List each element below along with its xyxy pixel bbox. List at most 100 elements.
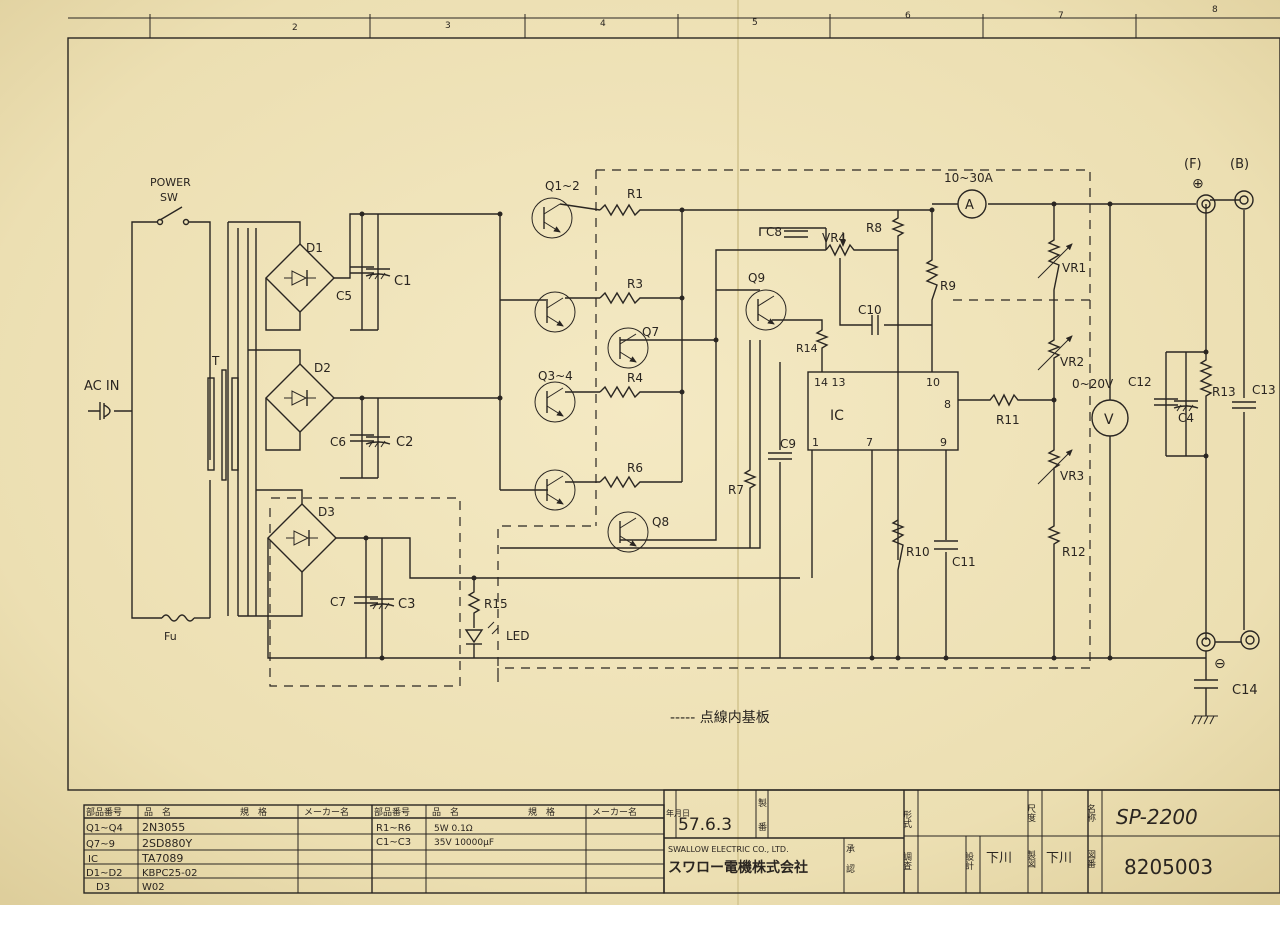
power-transistor-section: Q1~2 Q7 Q3~4 Q8 R1 R3 R4 R6 [497, 179, 930, 552]
c11-label: C11 [952, 555, 976, 569]
table-row: IC [88, 854, 98, 865]
table-row: TA7089 [141, 852, 183, 865]
seisaku-label: 製 [758, 797, 767, 809]
r1-label: R1 [627, 187, 643, 201]
voltmeter-symbol: V [1104, 412, 1114, 428]
table-header-part-no: 部品番号 [86, 806, 122, 818]
ic-block [807, 371, 959, 451]
table-row: W02 [142, 882, 165, 893]
ic-pin-7: 7 [866, 436, 873, 449]
r14-label: R14 [796, 342, 818, 355]
grid-number-5: 5 [752, 18, 758, 28]
q3-4-label: Q3~4 [538, 369, 573, 383]
r4-label: R4 [627, 371, 643, 385]
q9-label: Q9 [748, 271, 765, 285]
ac-in-label: AC IN [84, 379, 119, 394]
meishou-label: 名称 [1085, 803, 1096, 823]
voltmeter [1091, 399, 1129, 437]
c6-label: C6 [330, 435, 346, 449]
d3-label: D3 [318, 505, 335, 519]
table-row: 5W 0.1Ω [434, 824, 473, 834]
table-header-name: 品 名 [144, 806, 171, 818]
company-jp: スワロー電機株式会社 [668, 859, 808, 876]
transformer-label: T [211, 354, 220, 368]
table-row: R1~R6 [376, 823, 411, 834]
r11-label: R11 [996, 413, 1020, 427]
table2-header-name: 品 名 [432, 806, 459, 818]
seizu-label: 製図 [1025, 849, 1036, 869]
back-minus-terminal [1240, 630, 1260, 650]
ban-label: 番 [758, 821, 767, 833]
title-block: 年月日 57.6.3 製 番 SWALLOW ELECTRIC CO., LTD… [663, 789, 1280, 894]
c3-label: C3 [398, 597, 415, 612]
vr2-label: VR2 [1060, 355, 1084, 369]
front-label: (F) [1184, 157, 1202, 172]
led-section: R15 LED [464, 575, 530, 658]
table-row: 2N3055 [142, 821, 185, 834]
vr3-label: VR3 [1060, 469, 1084, 483]
c7-label: C7 [330, 595, 346, 609]
r13-label: R13 [1212, 385, 1236, 399]
date-value: 57.6.3 [678, 815, 732, 835]
shakudo-label: 尺度 [1025, 804, 1036, 823]
ic-pin-10: 10 [926, 376, 940, 389]
grid-number-7: 7 [1058, 11, 1064, 21]
ac-input-section: AC IN POWER SW Fu T [84, 176, 257, 643]
paper-background [0, 0, 1280, 905]
grid-number-8: 8 [1212, 5, 1218, 15]
seizu-name: 下川 [1046, 851, 1072, 866]
table-row: Q7~9 [86, 839, 115, 850]
c8-label: C8 [766, 225, 782, 239]
ic-pin-8: 8 [944, 398, 951, 411]
grid-number-6: 6 [905, 11, 911, 21]
r12-label: R12 [1062, 545, 1086, 559]
parts-table: 部品番号 品 名 規 格 メーカー名 部品番号 品 名 規 格 メーカー名 Q1… [83, 804, 665, 894]
c1-label: C1 [394, 274, 411, 289]
r8-label: R8 [866, 221, 882, 235]
grid-number-3: 3 [445, 21, 451, 31]
power-label: POWER [150, 176, 191, 189]
c10-label: C10 [858, 303, 882, 317]
q8-label: Q8 [652, 515, 669, 529]
ic-pin-9: 9 [940, 436, 947, 449]
vr4-label: VR4 [822, 231, 846, 245]
ammeter-range: 10~30A [944, 171, 994, 185]
vr1-label: VR1 [1062, 261, 1086, 275]
r15-label: R15 [484, 597, 508, 611]
r10-label: R10 [906, 545, 930, 559]
r6-label: R6 [627, 461, 643, 475]
c2-label: C2 [396, 435, 413, 450]
r9-label: R9 [940, 279, 956, 293]
table-row: 2SD880Y [142, 837, 192, 850]
ic-pin-1: 1 [812, 436, 819, 449]
q7-label: Q7 [642, 325, 659, 339]
ic-label: IC [830, 408, 844, 424]
output-section: A 10~30A VR1 VR2 VR3 R12 V 0~20V C12 C4 … [932, 157, 1276, 725]
chousa-label: 調査 [901, 851, 912, 870]
table-header-maker: メーカー名 [304, 806, 349, 818]
r3-label: R3 [627, 277, 643, 291]
minus-symbol: ⊖ [1214, 656, 1226, 672]
sw-label: SW [160, 191, 178, 204]
table-row: 35V 10000μF [434, 838, 494, 848]
ammeter-symbol: A [965, 198, 974, 213]
keishiki-label: 形式 [901, 809, 912, 828]
zuban-label: 図番 [1085, 850, 1096, 868]
c4-label: C4 [1178, 411, 1194, 425]
sekkei-name: 下川 [986, 851, 1012, 866]
table-row: D1~D2 [86, 868, 123, 879]
back-label: (B) [1230, 157, 1249, 172]
c14-label: C14 [1232, 683, 1258, 698]
table2-header-part-no: 部品番号 [374, 806, 410, 818]
ammeter [957, 189, 987, 219]
c9-label: C9 [780, 437, 796, 451]
model-name: SP-2200 [1116, 805, 1198, 829]
pcb-outline [269, 169, 1091, 687]
table-row: C1~C3 [376, 837, 411, 848]
shou-label: 承 [846, 844, 855, 855]
grid-number-2: 2 [292, 23, 298, 33]
led-label: LED [506, 629, 530, 643]
table2-header-maker: メーカー名 [592, 806, 637, 818]
table-row: D3 [96, 882, 110, 893]
c12-label: C12 [1128, 375, 1152, 389]
